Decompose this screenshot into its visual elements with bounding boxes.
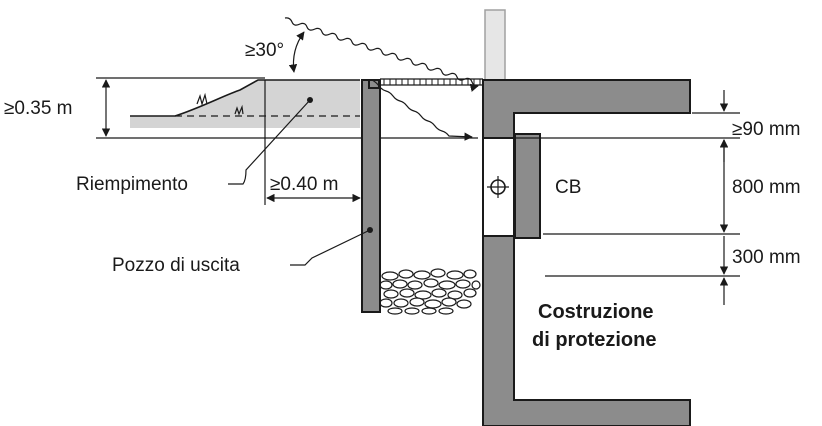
- soil-depth-label: ≥0.35 m: [4, 98, 73, 119]
- shaft-wall: [361, 79, 381, 313]
- slope-line: [284, 17, 479, 92]
- light-post: [484, 9, 506, 81]
- slope-line-lower: [371, 79, 473, 141]
- building-label-line1: Costruzione: [538, 301, 654, 323]
- shaft-cap: [368, 79, 380, 89]
- fill-label: Riempimento: [76, 174, 188, 195]
- shaft-leader-dot: [367, 227, 373, 233]
- shaft-leader: [290, 229, 371, 266]
- grass-tuft-icon: [196, 92, 208, 107]
- fill-leader: [228, 99, 311, 185]
- cb-label: CB: [555, 177, 581, 198]
- height-800-label: 800 mm: [732, 177, 801, 198]
- crosshair-icon: [487, 176, 509, 198]
- cb-panel: [514, 133, 541, 239]
- fill-leader-dot: [307, 97, 313, 103]
- building-label-line2: di protezione: [532, 329, 656, 351]
- height-300-label: 300 mm: [732, 247, 801, 268]
- distance-label: ≥0.40 m: [270, 174, 339, 195]
- angle-label: ≥30°: [245, 40, 284, 61]
- building-wall: [482, 79, 691, 426]
- gravel-bed: [379, 268, 481, 315]
- shaft-cover-hatch: [383, 79, 481, 85]
- soil-surface-line: [130, 79, 360, 117]
- angle-arc: [288, 31, 305, 73]
- shaft-label: Pozzo di uscita: [112, 255, 240, 276]
- grass-tuft-icon: [234, 104, 244, 116]
- top-gap-label: ≥90 mm: [732, 119, 801, 140]
